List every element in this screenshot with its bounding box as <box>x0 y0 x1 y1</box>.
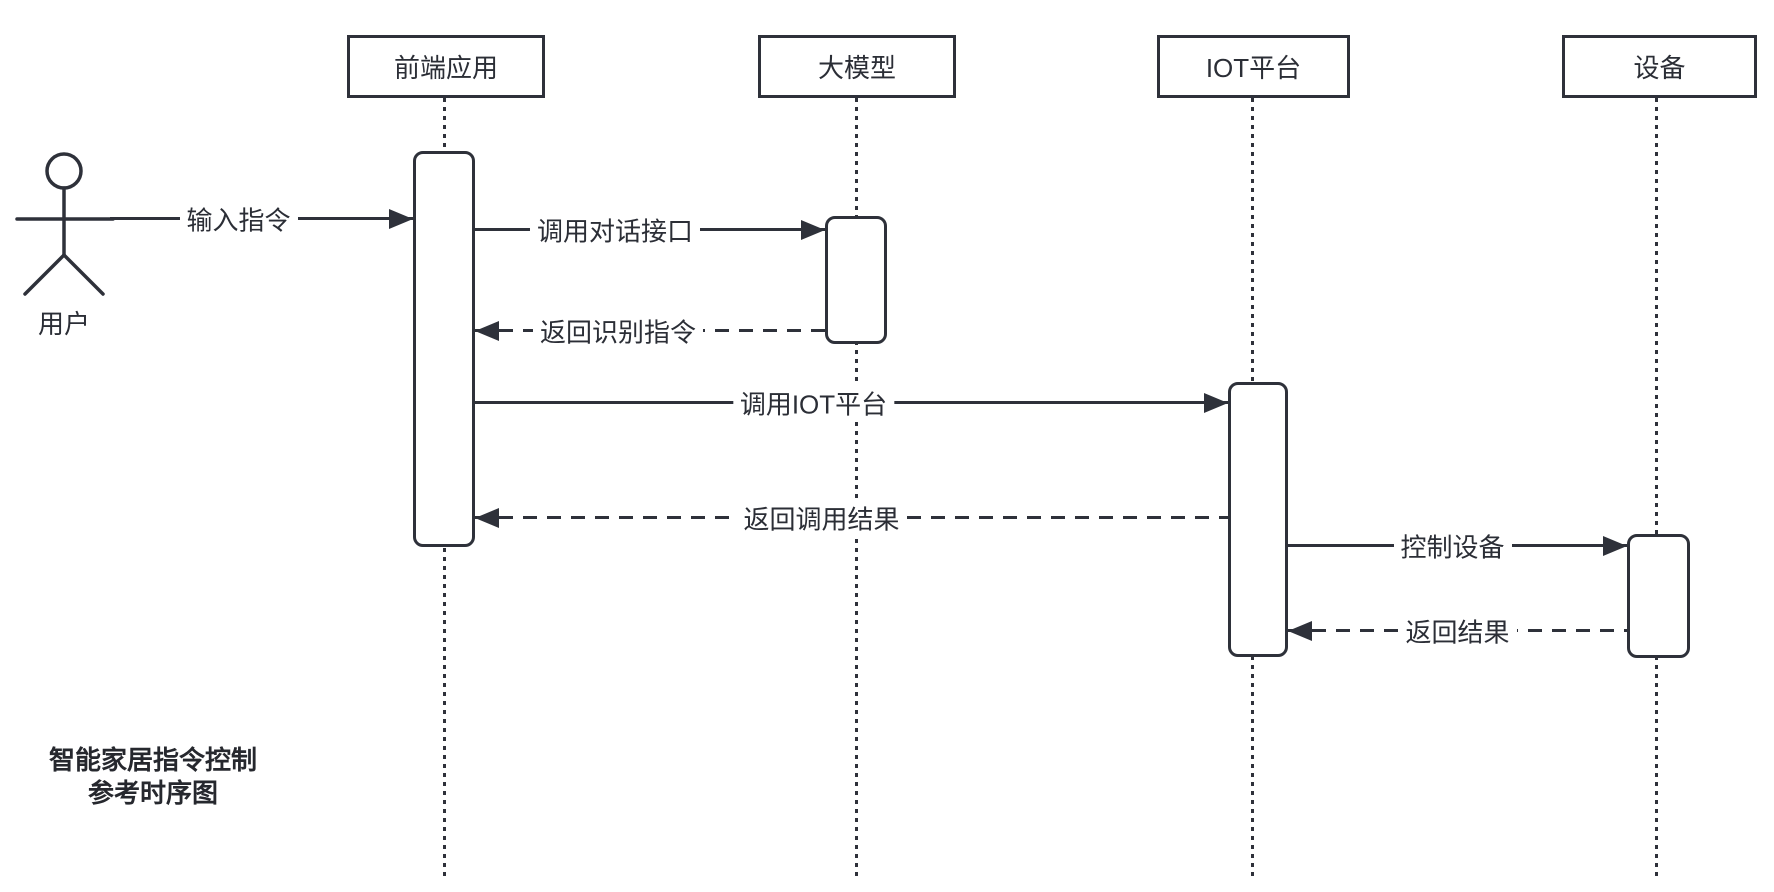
activation-llm <box>825 216 887 344</box>
diagram-title-line1: 智能家居指令控制 <box>48 745 257 775</box>
activation-frontend-app <box>413 151 475 547</box>
message-label: 返回结果 <box>1398 612 1517 649</box>
participant-label: 前端应用 <box>393 53 498 83</box>
participant-label: 设备 <box>1633 53 1686 83</box>
message-label: 调用IOT平台 <box>732 384 895 421</box>
participant-llm: 大模型 <box>758 35 956 98</box>
diagram-title: 智能家居指令控制 参考时序图 <box>30 744 276 810</box>
lifeline-llm <box>855 98 858 876</box>
message-return-call-result: 返回调用结果 <box>475 499 1228 536</box>
message-return-recognized-command: 返回识别指令 <box>475 312 825 349</box>
lifeline-device <box>1655 98 1658 876</box>
message-call-dialog-api: 调用对话接口 <box>475 211 825 248</box>
arrowhead-right-icon <box>1603 535 1627 556</box>
message-label: 控制设备 <box>1393 527 1512 564</box>
diagram-title-line2: 参考时序图 <box>87 778 218 808</box>
arrowhead-right-icon <box>1204 392 1228 413</box>
participant-device: 设备 <box>1562 35 1757 98</box>
arrowhead-right-icon <box>801 219 825 240</box>
actor-label: 用户 <box>37 309 90 339</box>
activation-device <box>1627 534 1690 658</box>
message-input-command: 输入指令 <box>110 200 413 237</box>
arrowhead-left-icon <box>1288 620 1312 641</box>
message-return-result: 返回结果 <box>1288 612 1627 649</box>
participant-frontend-app: 前端应用 <box>347 35 545 98</box>
activation-iot-platform <box>1228 382 1288 657</box>
actor-user-icon <box>15 152 115 296</box>
arrowhead-right-icon <box>389 208 413 229</box>
arrowhead-left-icon <box>475 320 499 341</box>
message-label: 调用对话接口 <box>529 211 701 248</box>
arrowhead-left-icon <box>475 507 499 528</box>
message-label: 输入指令 <box>179 200 298 237</box>
message-label: 返回识别指令 <box>532 312 704 349</box>
message-control-device: 控制设备 <box>1288 527 1627 564</box>
message-call-iot-platform: 调用IOT平台 <box>475 384 1228 421</box>
participant-label: IOT平台 <box>1205 53 1302 83</box>
message-label: 返回调用结果 <box>736 499 907 536</box>
participant-label: 大模型 <box>817 53 896 83</box>
participant-iot-platform: IOT平台 <box>1157 35 1350 98</box>
